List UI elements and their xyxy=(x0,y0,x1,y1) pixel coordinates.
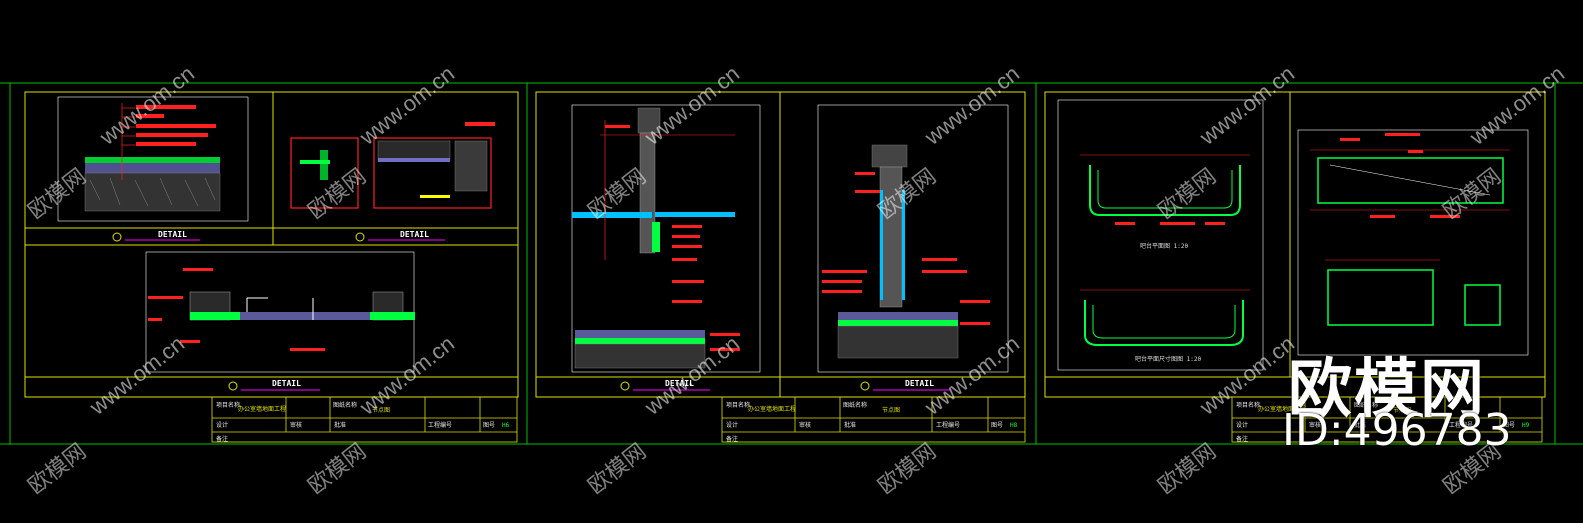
drawing-label: 图纸名称 xyxy=(843,402,868,409)
sheet-number: H6 xyxy=(502,422,510,429)
project-name: 办公室墙地面工程 xyxy=(238,406,287,413)
check-label: 审核 xyxy=(1309,422,1322,429)
plan-caption: 吧台平面图 1:20 xyxy=(1140,243,1189,250)
project-name: 办公室墙地面工程 xyxy=(748,406,797,413)
remark-label: 备注 xyxy=(216,436,229,443)
job-label: 工程编号 xyxy=(1449,422,1474,429)
detail-label: DETAIL xyxy=(905,379,934,388)
brand-id: ID:496783 xyxy=(1282,405,1512,456)
wall-section-right xyxy=(817,104,1009,373)
sheet-label: 图号 xyxy=(483,422,496,429)
designer-label: 设计 xyxy=(1236,422,1249,429)
title-block-3 xyxy=(1231,396,1543,443)
detail-marker xyxy=(112,232,445,391)
job-label: 工程编号 xyxy=(936,422,961,429)
sheet-number: H8 xyxy=(1010,422,1018,429)
detail-marker xyxy=(620,381,950,391)
drawing-name: 节点图 xyxy=(372,407,391,414)
drawing-label: 图纸名称 xyxy=(333,402,358,409)
detail-label: DETAIL xyxy=(158,230,187,239)
detail-label: DETAIL xyxy=(665,379,694,388)
sheet-2 xyxy=(535,91,1026,443)
sheet-number: H9 xyxy=(1522,422,1530,429)
sheet-3 xyxy=(1044,91,1546,443)
drawing-label: 图纸名称 xyxy=(1354,402,1379,409)
bar-counter-elevation xyxy=(1297,129,1529,356)
designer-label: 设计 xyxy=(726,422,739,429)
brand-logo-text: 欧模网 xyxy=(1288,353,1486,427)
project-label: 项目名称 xyxy=(216,402,241,409)
floor-section-detail xyxy=(57,96,249,222)
audit-label: 批准 xyxy=(334,422,347,429)
audit-label: 批准 xyxy=(1354,422,1367,429)
detail-label: DETAIL xyxy=(400,230,429,239)
sheet-label: 图号 xyxy=(991,422,1004,429)
drawing-name: 节点图 xyxy=(1393,407,1412,414)
audit-label: 批准 xyxy=(844,422,857,429)
drawing-name: 节点图 xyxy=(882,407,901,414)
sheet-1 xyxy=(24,91,519,443)
job-label: 工程编号 xyxy=(428,422,453,429)
project-name: 办公室墙地面工程 xyxy=(1258,406,1307,413)
wall-section-left xyxy=(571,104,761,373)
bar-counter-plan xyxy=(1057,99,1264,371)
edge-detail xyxy=(290,122,495,209)
project-label: 项目名称 xyxy=(726,402,751,409)
title-block-2 xyxy=(721,396,1026,443)
sheet-label: 图号 xyxy=(1503,422,1516,429)
project-label: 项目名称 xyxy=(1236,402,1261,409)
check-label: 审核 xyxy=(290,422,303,429)
remark-label: 备注 xyxy=(1236,436,1249,443)
remark-label: 备注 xyxy=(726,436,739,443)
outer-frame xyxy=(0,82,1583,445)
door-section-detail xyxy=(145,251,415,373)
detail-label: DETAIL xyxy=(272,379,301,388)
check-label: 审核 xyxy=(799,422,812,429)
designer-label: 设计 xyxy=(216,422,229,429)
title-block-1 xyxy=(211,396,518,443)
plan-caption: 吧台平面尺寸图图 1:20 xyxy=(1135,356,1202,363)
